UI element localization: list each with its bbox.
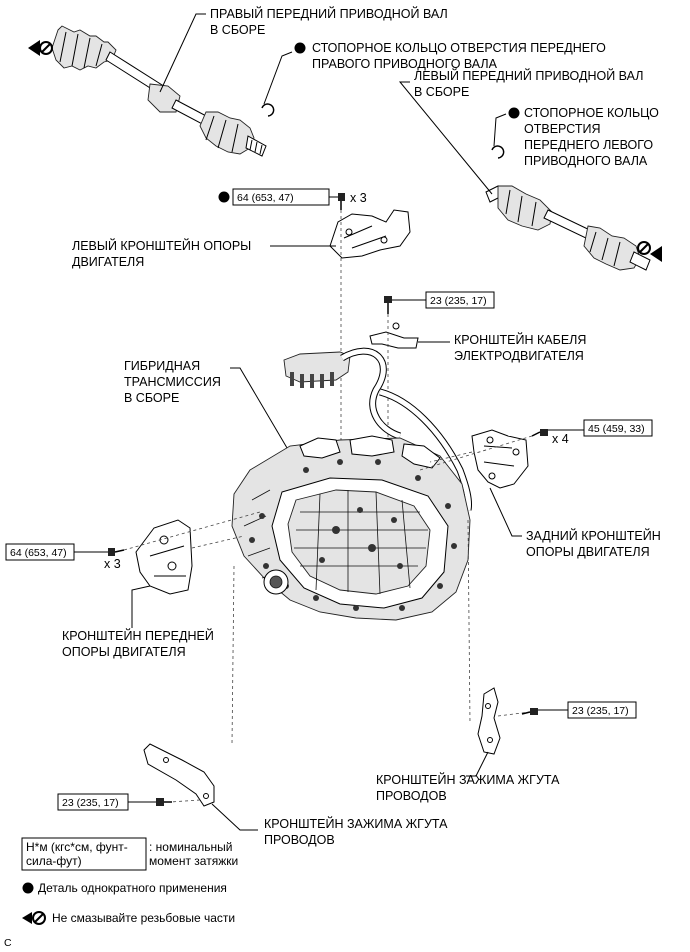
legend-unit-line1: Н*м (кгс*см, фунт- — [26, 840, 128, 854]
legend-unit-desc-line1: : номинальный — [149, 840, 232, 854]
left-mount-label-line1: ЛЕВЫЙ КРОНШТЕЙН ОПОРЫ — [72, 238, 251, 253]
bolt-icon — [108, 548, 125, 556]
clamp-right-label-line1: КРОНШТЕЙН ЗАЖИМА ЖГУТА — [376, 772, 560, 787]
snap-ring-left-illustration — [491, 145, 505, 159]
right-driveshaft-illustration — [28, 25, 267, 157]
front-mount-bracket-illustration — [135, 519, 193, 595]
single-use-dot-icon — [22, 882, 34, 894]
left-driveshaft-label-line2: В СБОРЕ — [414, 85, 469, 99]
rear-mount-label-line2: ОПОРЫ ДВИГАТЕЛЯ — [526, 545, 650, 559]
hybrid-label-line3: В СБОРЕ — [124, 391, 179, 405]
snap-ring-left-label-line4: ПРИВОДНОГО ВАЛА — [524, 154, 648, 168]
single-use-dot-icon — [218, 191, 230, 203]
no-lubricate-icon — [28, 40, 53, 56]
no-lubricate-icon — [637, 241, 662, 262]
legend: Н*м (кгс*см, фунт- сила-фут) : номинальн… — [21, 837, 238, 925]
x4-rear: x 4 — [552, 432, 569, 446]
torque-box-clamp-right — [567, 701, 637, 719]
rear-mount-bracket-illustration — [471, 429, 529, 489]
snap-ring-left-label-line2: ОТВЕРСТИЯ — [524, 122, 601, 136]
single-use-dot-icon — [508, 107, 520, 119]
bolt-icon — [521, 708, 538, 715]
legend-unit-desc-line2: момент затяжки — [149, 854, 238, 868]
front-mount-label-line2: ОПОРЫ ДВИГАТЕЛЯ — [62, 645, 186, 659]
torque-box-rear — [583, 419, 653, 437]
snap-ring-left-label-line3: ПЕРЕДНЕГО ЛЕВОГО — [524, 138, 653, 152]
torque-rear: 45 (459, 33) — [588, 423, 645, 435]
snap-ring-right-label-line2: ПРАВОГО ПРИВОДНОГО ВАЛА — [312, 57, 498, 71]
clamp-right-label-line2: ПРОВОДОВ — [376, 789, 447, 803]
figure-code: C — [4, 937, 12, 949]
torque-clamp-bottom: 23 (235, 17) — [62, 797, 119, 809]
hybrid-label-line2: ТРАНСМИССИЯ — [124, 375, 221, 389]
no-lubricate-icon — [22, 911, 46, 925]
right-driveshaft-label-line2: В СБОРЕ — [210, 23, 265, 37]
x3-front: x 3 — [104, 557, 121, 571]
clamp-bottom-label-line1: КРОНШТЕЙН ЗАЖИМА ЖГУТА — [264, 816, 448, 831]
cable-bracket-label-line2: ЭЛЕКТРОДВИГАТЕЛЯ — [454, 349, 584, 363]
torque-left-mount: 64 (653, 47) — [237, 192, 294, 204]
clamp-bottom-label-line2: ПРОВОДОВ — [264, 833, 335, 847]
left-driveshaft-label-line1: ЛЕВЫЙ ПЕРЕДНИЙ ПРИВОДНОЙ ВАЛ — [414, 68, 643, 83]
bolt-icon — [156, 798, 172, 806]
left-driveshaft-illustration — [485, 185, 662, 271]
cable-bracket-label-line1: КРОНШТЕЙН КАБЕЛЯ — [454, 332, 586, 347]
left-mount-label-line2: ДВИГАТЕЛЯ — [72, 255, 144, 269]
left-mount-bracket-illustration — [329, 209, 411, 259]
legend-unit-line2: сила-фут) — [26, 854, 82, 868]
snap-ring-left-label-line1: СТОПОРНОЕ КОЛЬЦО — [524, 106, 659, 120]
torque-front: 64 (653, 47) — [10, 547, 67, 559]
cable-bracket-illustration — [369, 322, 419, 349]
hybrid-label-line1: ГИБРИДНАЯ — [124, 359, 200, 373]
x3-top: x 3 — [350, 191, 367, 205]
clamp-bracket-bottom-illustration — [143, 743, 215, 807]
front-mount-label-line1: КРОНШТЕЙН ПЕРЕДНЕЙ — [62, 628, 214, 643]
torque-cable: 23 (235, 17) — [430, 295, 487, 307]
single-use-dot-icon — [294, 42, 306, 54]
bolt-icon — [338, 193, 345, 210]
legend-unit-box — [21, 837, 147, 871]
hybrid-transmission-illustration — [231, 347, 472, 621]
snap-ring-right-label-line1: СТОПОРНОЕ КОЛЬЦО ОТВЕРСТИЯ ПЕРЕДНЕГО — [312, 41, 606, 55]
legend-no-lube: Не смазывайте резьбовые части — [52, 911, 235, 925]
bolt-icon — [531, 429, 548, 437]
bolt-icon — [384, 296, 392, 314]
legend-single-use: Деталь однократного применения — [38, 881, 227, 895]
torque-box-cable — [425, 291, 495, 309]
torque-clamp-right: 23 (235, 17) — [572, 705, 629, 717]
snap-ring-right-illustration — [261, 103, 275, 117]
clamp-bracket-right-illustration — [477, 687, 501, 755]
rear-mount-label-line1: ЗАДНИЙ КРОНШТЕЙН — [526, 528, 661, 543]
right-driveshaft-label-line1: ПРАВЫЙ ПЕРЕДНИЙ ПРИВОДНОЙ ВАЛ — [210, 6, 448, 21]
